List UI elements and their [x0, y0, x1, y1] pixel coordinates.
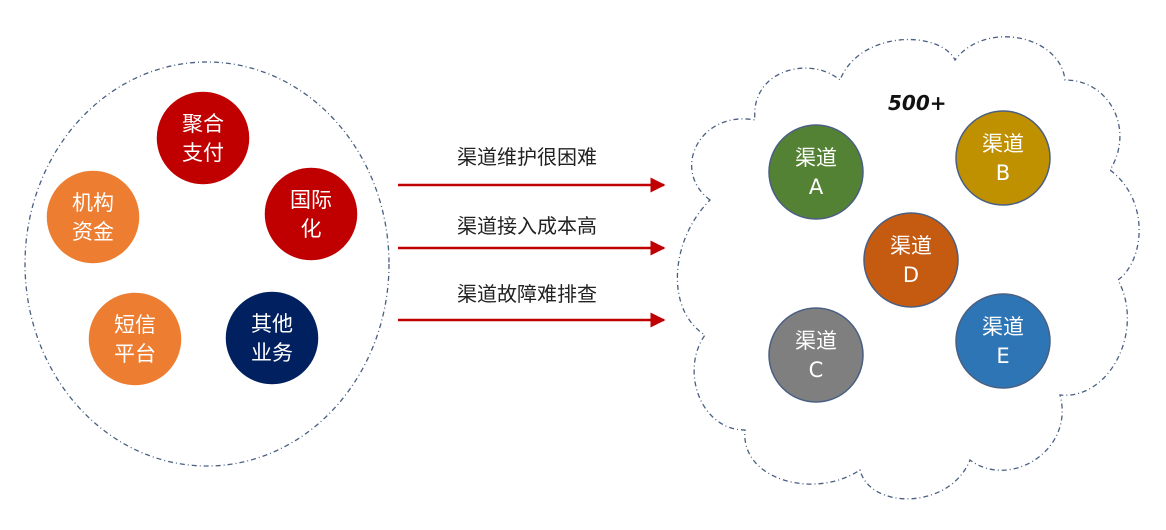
node-channel-c-line1: 渠道	[795, 329, 837, 353]
arrow-cost: 渠道接入成本高	[398, 214, 666, 256]
node-channel-b: 渠道 B	[955, 110, 1051, 206]
cloud-outline	[676, 36, 1140, 500]
node-channel-d: 渠道 D	[863, 212, 959, 308]
node-channel-c-circle	[768, 307, 864, 403]
node-channel-a: 渠道 A	[768, 124, 864, 220]
arrow-troubleshoot-label: 渠道故障难排查	[457, 282, 597, 306]
node-guoji: 国际 化	[263, 166, 359, 262]
node-duanxin-line1: 短信	[114, 313, 156, 337]
node-jigou-circle	[45, 169, 141, 265]
node-guoji-line1: 国际	[290, 188, 332, 212]
node-channel-a-circle	[768, 124, 864, 220]
node-duanxin: 短信 平台	[87, 291, 183, 387]
node-juhe: 聚合 支付	[155, 90, 251, 186]
node-channel-e-circle	[955, 293, 1051, 389]
node-channel-b-line1: 渠道	[982, 132, 1024, 156]
arrow-maintenance: 渠道维护很困难	[398, 145, 666, 193]
node-juhe-circle	[155, 90, 251, 186]
node-juhe-line1: 聚合	[182, 112, 224, 136]
node-juhe-line2: 支付	[182, 141, 224, 165]
arrow-maintenance-label: 渠道维护很困难	[457, 145, 597, 169]
node-channel-b-circle	[955, 110, 1051, 206]
node-duanxin-line2: 平台	[114, 342, 156, 366]
node-channel-d-line1: 渠道	[890, 234, 932, 258]
node-channel-c-line2: C	[809, 358, 824, 382]
node-qita-line2: 业务	[251, 341, 293, 365]
node-guoji-circle	[263, 166, 359, 262]
node-channel-a-line1: 渠道	[795, 146, 837, 170]
node-qita-line1: 其他	[251, 312, 293, 336]
node-channel-e-line2: E	[996, 344, 1009, 368]
node-channel-b-line2: B	[996, 161, 1010, 185]
node-duanxin-circle	[87, 291, 183, 387]
node-channel-d-line2: D	[903, 263, 919, 287]
arrow-cost-label: 渠道接入成本高	[457, 214, 597, 238]
left-group-outline	[24, 61, 390, 467]
node-jigou-line1: 机构	[72, 191, 114, 215]
node-channel-a-line2: A	[809, 175, 824, 199]
node-channel-e: 渠道 E	[955, 293, 1051, 389]
node-channel-e-line1: 渠道	[982, 315, 1024, 339]
node-qita: 其他 业务	[224, 290, 320, 386]
arrow-troubleshoot: 渠道故障难排查	[398, 282, 666, 328]
node-jigou: 机构 资金	[45, 169, 141, 265]
node-guoji-line2: 化	[301, 217, 322, 241]
node-qita-circle	[224, 290, 320, 386]
node-channel-d-circle	[863, 212, 959, 308]
channel-count-label: 500+	[888, 91, 947, 115]
node-channel-c: 渠道 C	[768, 307, 864, 403]
node-jigou-line2: 资金	[72, 220, 114, 244]
